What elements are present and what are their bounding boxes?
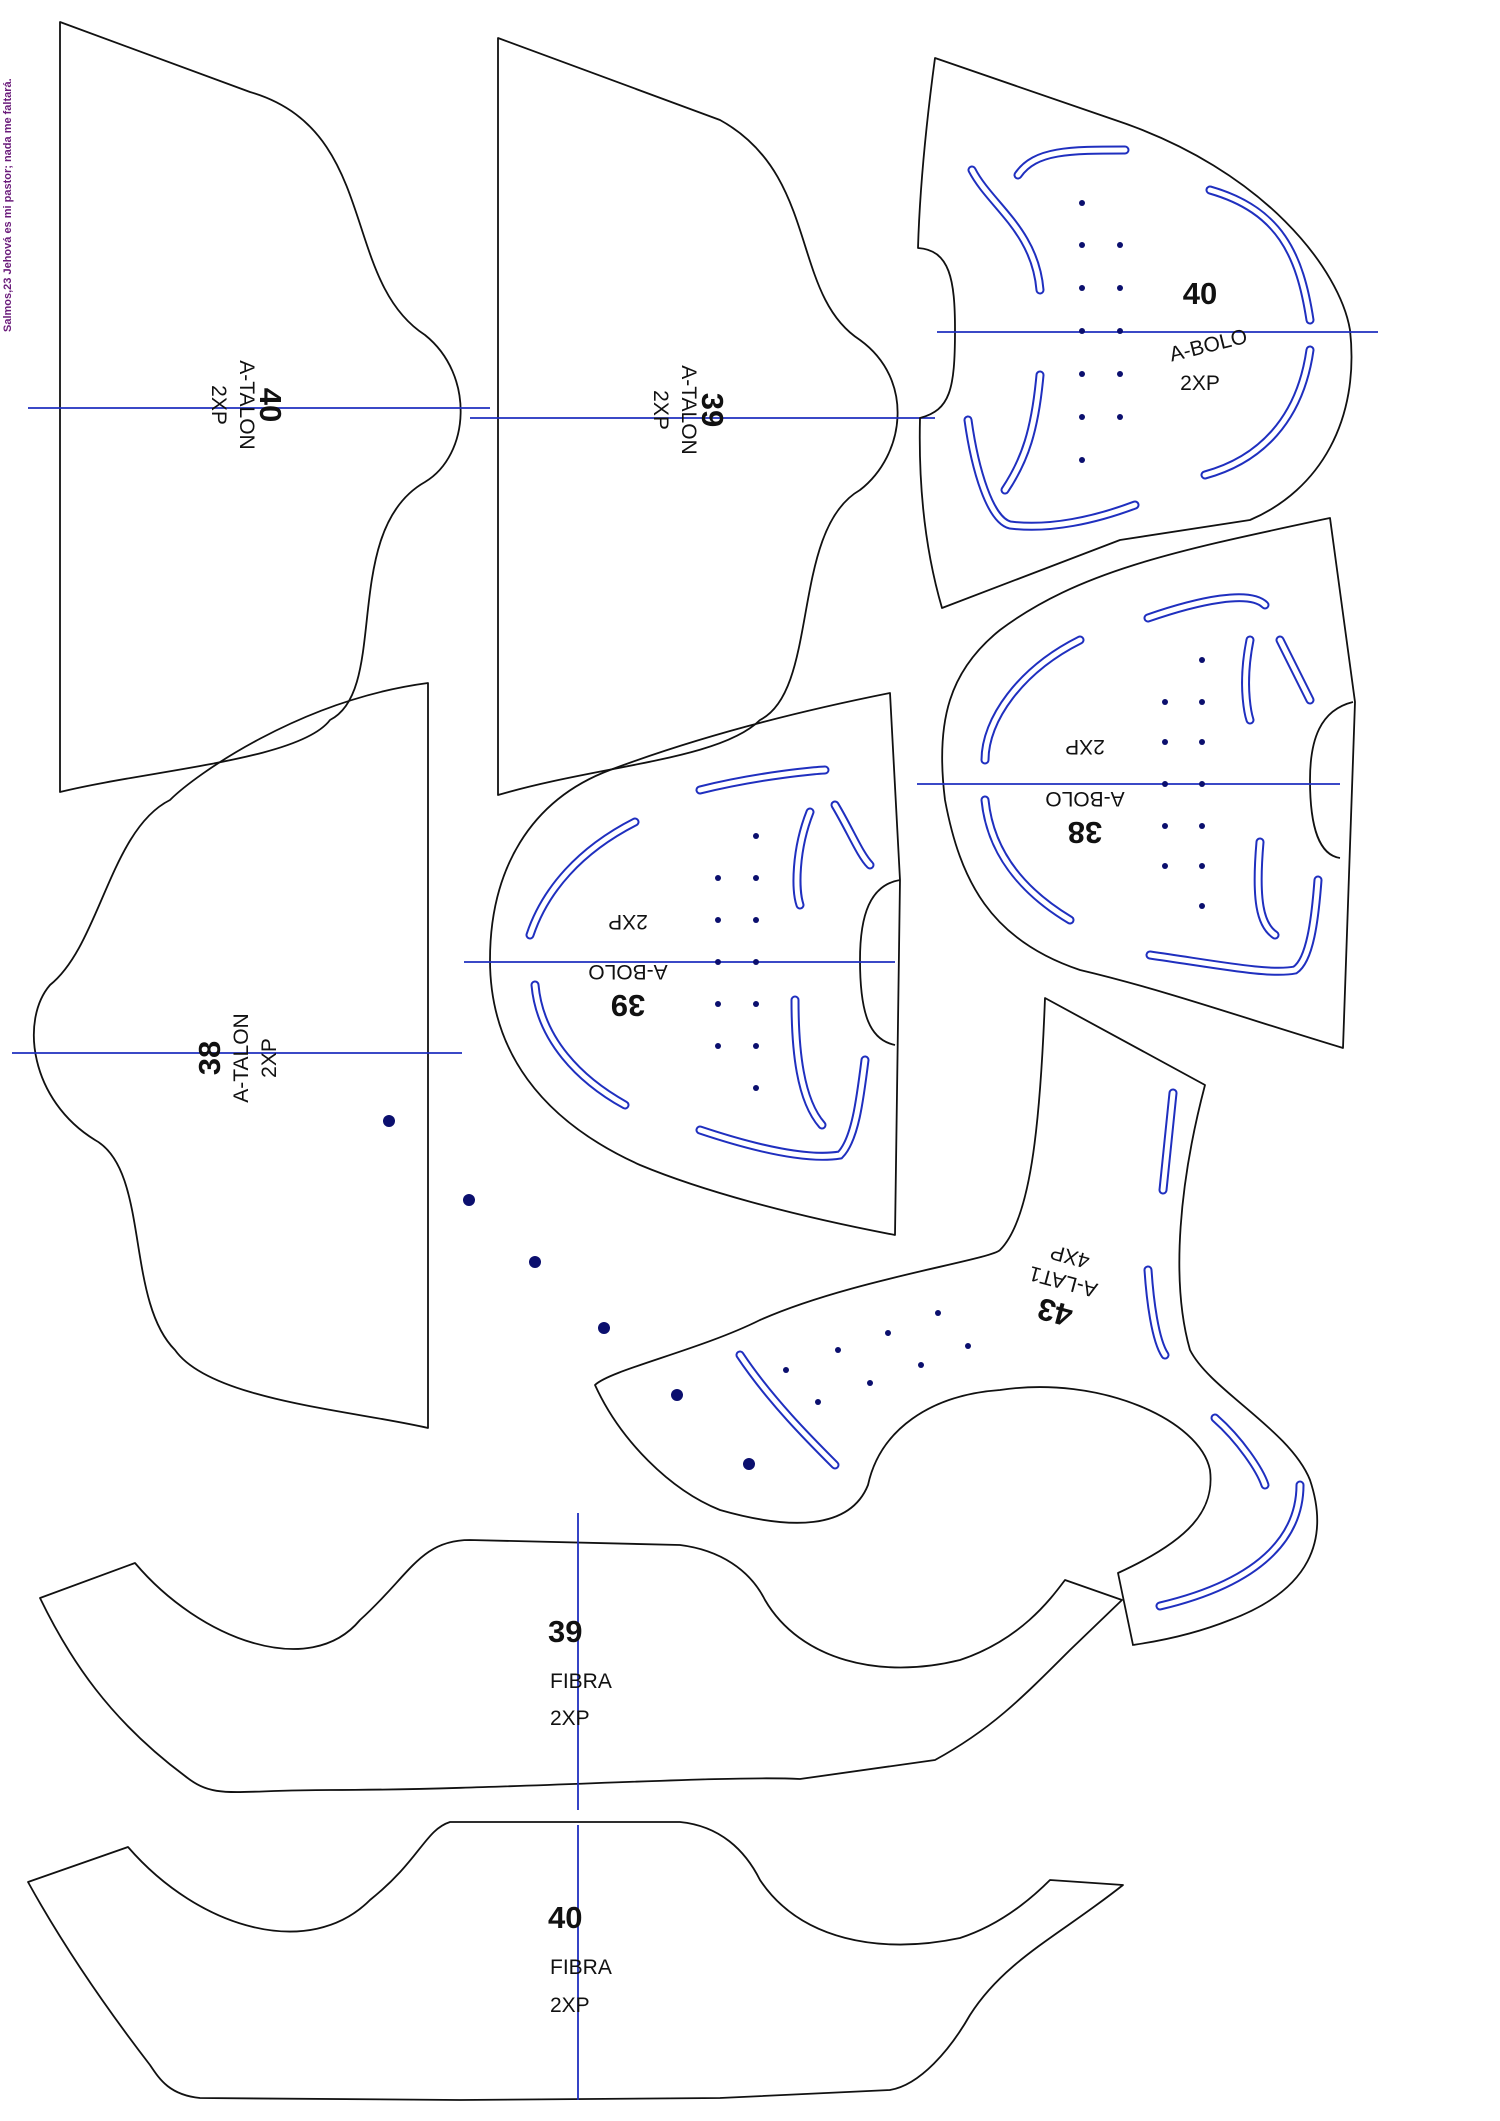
fibra-39-qty: 2XP — [550, 1707, 590, 1730]
piece-talon-40: 40 A-TALON 2XP — [28, 21, 490, 793]
bolo-39-stitch-slots — [525, 765, 875, 1161]
talon-38-outline — [32, 682, 429, 1429]
talon-39-name: A-TALON — [677, 365, 700, 454]
piece-fibra-40: 40 FIBRA 2XP — [27, 1821, 1124, 2101]
piece-talon-39: 39 A-TALON 2XP — [470, 37, 935, 796]
fibra-40-qty: 2XP — [550, 1994, 590, 2017]
fibra-39-size: 39 — [548, 1614, 582, 1649]
piece-talon-38: 38 A-TALON 2XP — [12, 682, 462, 1429]
bolo-40-qty: 2XP — [1180, 372, 1220, 395]
lat-43-size: 43 — [1034, 1291, 1076, 1334]
bolo-39-qty: 2XP — [608, 910, 648, 933]
bolo-38-name: A-BOLO — [1045, 787, 1124, 810]
lat-43-outline — [594, 997, 1318, 1646]
bolo-38-size: 38 — [1068, 815, 1102, 850]
talon-39-qty: 2XP — [649, 390, 672, 430]
bolo-38-stitch-slots — [980, 593, 1323, 976]
bolo-40-size: 40 — [1183, 276, 1217, 311]
bolo-39-outline — [489, 692, 901, 1236]
lat-43-stitch-slots — [735, 1088, 1305, 1611]
bolo-38-qty: 2XP — [1065, 735, 1105, 758]
talon-38-qty: 2XP — [258, 1038, 281, 1078]
bolo-39-name: A-BOLO — [588, 960, 667, 983]
piece-lat-43: 43 A-LAT1 4XP — [594, 997, 1318, 1646]
fibra-39-outline — [39, 1539, 1123, 1793]
talon-40-qty: 2XP — [207, 385, 230, 425]
bolo-38-outline — [941, 517, 1356, 1049]
bolo-39-punch-holes — [715, 833, 759, 1091]
fibra-40-name: FIBRA — [550, 1956, 612, 1979]
talon-38-name: A-TALON — [230, 1013, 253, 1102]
bolo-38-punch-holes — [1162, 657, 1205, 909]
talon-40-size: 40 — [253, 388, 288, 422]
piece-bolo-38: 38 A-BOLO 2XP — [917, 517, 1356, 1049]
talon-40-name: A-TALON — [235, 360, 258, 449]
bolo-40-stitch-slots — [963, 145, 1315, 531]
punch-dot-row — [383, 1115, 755, 1470]
talon-39-size: 39 — [695, 393, 730, 427]
piece-fibra-39: 39 FIBRA 2XP — [39, 1513, 1123, 1810]
bolo-40-punch-holes — [1079, 200, 1123, 463]
talon-38-size: 38 — [192, 1041, 227, 1075]
fibra-40-outline — [27, 1821, 1124, 2101]
fibra-39-name: FIBRA — [550, 1670, 612, 1693]
talon-40-outline — [59, 21, 462, 793]
talon-39-outline — [497, 37, 899, 796]
piece-bolo-39: 39 A-BOLO 2XP — [464, 692, 901, 1236]
piece-bolo-40: 40 A-BOLO 2XP — [917, 57, 1378, 609]
lat-43-punch-holes — [783, 1310, 971, 1405]
bolo-39-size: 39 — [611, 988, 645, 1023]
bolo-40-outline — [917, 57, 1353, 609]
fibra-40-size: 40 — [548, 1900, 582, 1935]
